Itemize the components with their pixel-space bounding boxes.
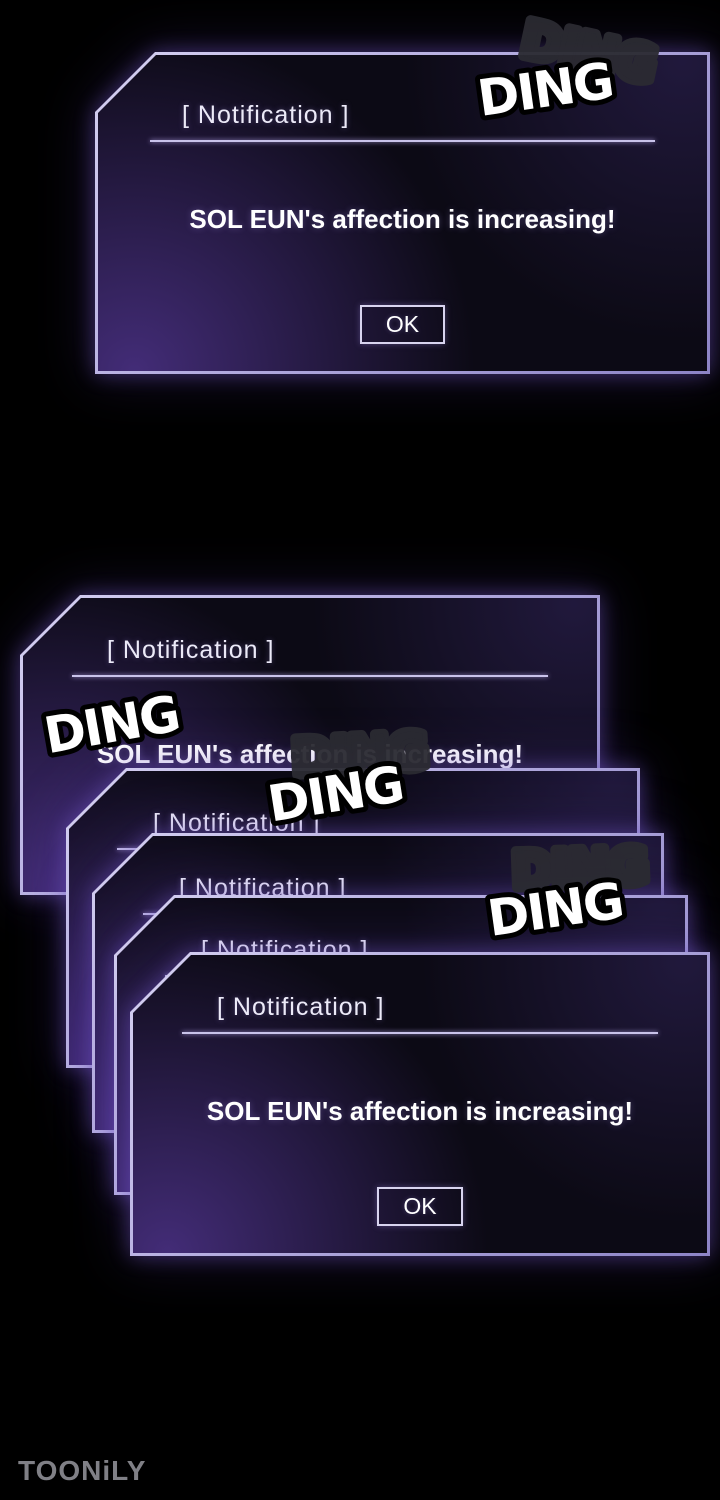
sfx-ding-top: DING DING [469, 5, 665, 133]
ok-button[interactable]: OK [359, 305, 446, 344]
watermark: TOONiLY [18, 1455, 147, 1486]
dialog-message: SOL EUN's affection is increasing! [206, 1096, 634, 1126]
title-divider [71, 675, 549, 677]
dialog-body: [ Notification ] SOL EUN's affection is … [98, 55, 707, 371]
sfx-ding-left: DING [35, 680, 188, 771]
sfx-main-text: DING [474, 52, 616, 128]
notification-dialog: [ Notification ] SOL EUN's affection is … [130, 952, 710, 1256]
dialog-title: [ Notification ] [107, 636, 275, 664]
sfx-main-text: DING [484, 872, 626, 948]
ok-button[interactable]: OK [377, 1187, 463, 1226]
dialog-title: [ Notification ] [182, 101, 350, 129]
dialog-message: SOL EUN's affection is increasing! [96, 739, 524, 769]
sfx-main-text: DING [264, 755, 406, 833]
sfx-main-text: DING [40, 685, 183, 766]
notification-dialog: [ Notification ] SOL EUN's affection is … [95, 52, 710, 374]
sfx-ding-middle: DING DING [259, 717, 433, 838]
title-divider [181, 1032, 659, 1034]
sfx-ding-right: DING DING [479, 832, 653, 953]
dialog-title: [ Notification ] [217, 993, 385, 1021]
sfx-ghost-text: DING [511, 837, 648, 900]
dialog-title: [ Notification ] [153, 809, 321, 837]
title-divider [149, 140, 656, 142]
sfx-ghost-text: DING [290, 722, 428, 787]
dialog-message: SOL EUN's affection is increasing! [189, 204, 616, 234]
dialog-body: [ Notification ] SOL EUN's affection is … [133, 955, 707, 1253]
